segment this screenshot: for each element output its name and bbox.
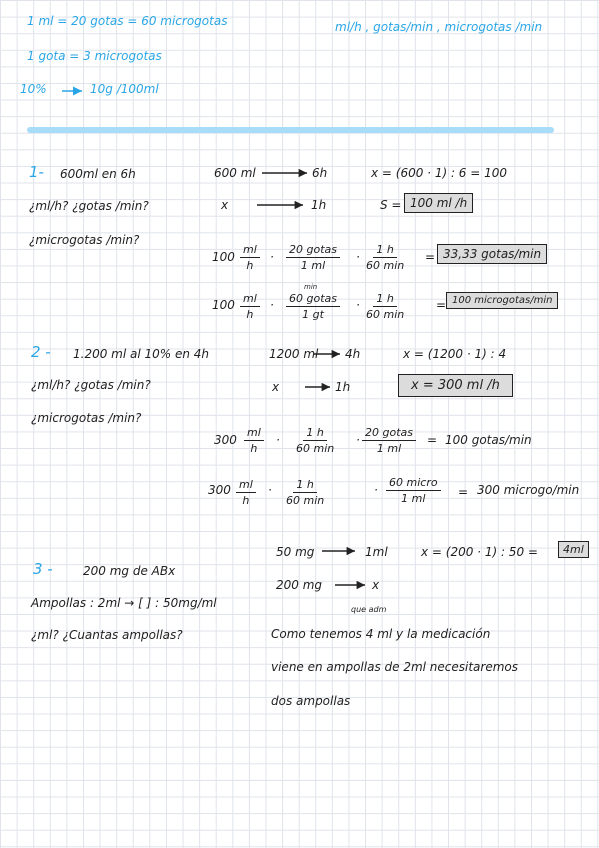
problem-3-text-2: viene en ampollas de 2ml necesitaremos <box>271 660 519 674</box>
multiply-dot: · <box>356 298 360 312</box>
problem-3-question: ¿ml? ¿Cuantas ampollas? <box>31 628 183 642</box>
p1-r2-result-box: 100 microgotas/min <box>446 292 559 309</box>
problem-1-statement: 600ml en 6h <box>60 167 136 181</box>
p2-r2-lead: 300 <box>208 483 231 497</box>
p3-rule-a-right: 1ml <box>365 545 388 559</box>
problem-3-result-box: 4ml <box>558 541 589 558</box>
p1-r1-lead: 100 <box>212 250 235 264</box>
p3-rule-a-left: 50 mg <box>276 545 315 559</box>
p2-rule-b-left: x <box>272 380 280 394</box>
problem-3-text-3: dos ampollas <box>271 694 351 708</box>
highlight-divider <box>27 127 554 133</box>
problem-2-question-2: ¿microgotas /min? <box>31 411 142 425</box>
units-list: ml/h , gotas/min , microgotas /min <box>335 20 543 34</box>
multiply-dot: · <box>276 433 280 447</box>
multiply-dot: · <box>356 433 360 447</box>
p1-r1-equals: = <box>425 250 436 264</box>
p2-rule-a-right: 4h <box>345 347 361 361</box>
problem-3-text-1: Como tenemos 4 ml y la medicación <box>271 627 491 641</box>
rule-a-left: 600 ml <box>214 166 256 180</box>
p3-rule-b-right: x <box>372 578 380 592</box>
problem-2-statement: 1.200 ml al 10% en 4h <box>73 347 210 361</box>
p1-r2-equals: = <box>436 298 447 312</box>
p1-r2-superscript: min <box>304 283 318 291</box>
multiply-dot: · <box>268 483 272 497</box>
problem-2-question-1: ¿ml/h? ¿gotas /min? <box>31 378 151 392</box>
p2-rule-b-right: 1h <box>335 380 351 394</box>
problem-1-result-box: 100 ml /h <box>404 193 474 213</box>
concentration-left: 10% <box>20 82 47 96</box>
problem-3-line-2: Ampollas : 2ml → [ ] : 50mg/ml <box>31 596 217 610</box>
p2-r2-result: 300 microgo/min <box>477 483 580 497</box>
conversion-drops: 1 ml = 20 gotas = 60 microgotas <box>27 14 228 28</box>
concentration-right: 10g /100ml <box>90 82 159 96</box>
multiply-dot: · <box>374 483 378 497</box>
problem-3-calc: x = (200 · 1) : 50 = <box>421 545 538 559</box>
problem-2-number: 2 - <box>31 343 51 361</box>
p2-rule-a-left: 1200 ml <box>269 347 319 361</box>
rule-b-left: x <box>221 198 229 212</box>
rule-b-right: 1h <box>311 198 327 212</box>
problem-1-calc: x = (600 · 1) : 6 = 100 <box>371 166 508 180</box>
p2-r1-result: 100 gotas/min <box>445 433 532 447</box>
multiply-dot: · <box>356 250 360 264</box>
p2-r2-equals: = <box>458 485 469 499</box>
problem-2-result-box: x = 300 ml /h <box>398 374 513 397</box>
problem-1-question-1: ¿ml/h? ¿gotas /min? <box>29 199 149 213</box>
problem-3-number: 3 - <box>33 560 53 578</box>
multiply-dot: · <box>270 250 274 264</box>
p1-r1-result-box: 33,33 gotas/min <box>437 244 548 264</box>
multiply-dot: · <box>270 298 274 312</box>
p2-r1-lead: 300 <box>214 433 237 447</box>
problem-3-note: que adm <box>351 605 387 614</box>
p2-r1-equals: = <box>427 433 438 447</box>
p1-r2-lead: 100 <box>212 298 235 312</box>
rule-a-right: 6h <box>312 166 328 180</box>
p3-rule-b-left: 200 mg <box>276 578 323 592</box>
conversion-microdrops: 1 gota = 3 microgotas <box>27 49 162 63</box>
problem-3-statement: 200 mg de ABx <box>83 564 176 578</box>
problem-1-number: 1- <box>29 163 44 181</box>
problem-1-s-label: S = <box>380 198 402 212</box>
problem-2-calc: x = (1200 · 1) : 4 <box>403 347 507 361</box>
problem-1-question-2: ¿microgotas /min? <box>29 233 140 247</box>
